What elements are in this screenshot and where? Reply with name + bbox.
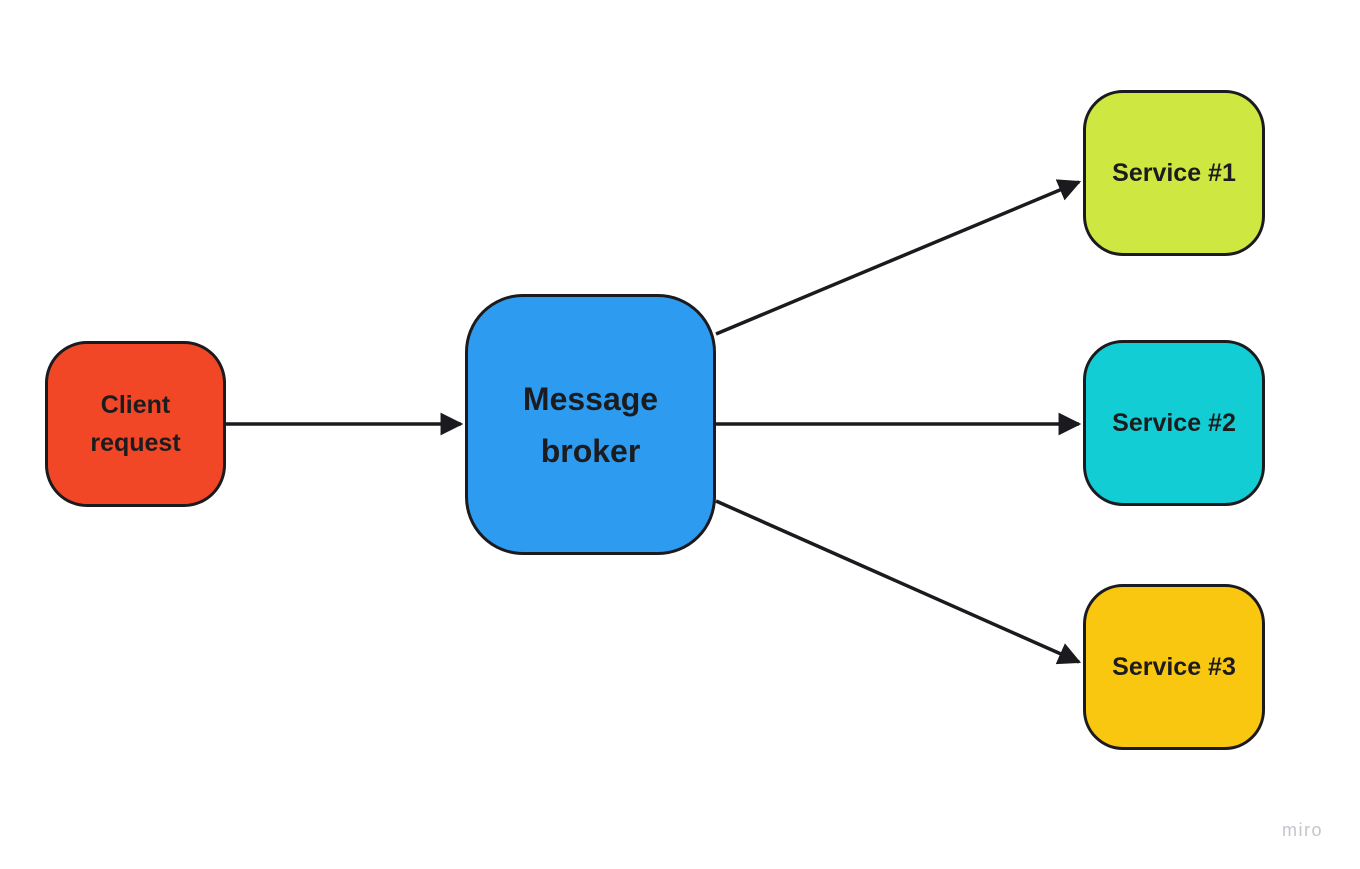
node-service-1-label: Service #1 — [1112, 159, 1236, 187]
node-service-3-label: Service #3 — [1112, 653, 1236, 681]
node-service-2[interactable]: Service #2 — [1083, 340, 1265, 506]
miro-watermark: miro — [1282, 820, 1323, 840]
node-service-2-label: Service #2 — [1112, 409, 1236, 437]
edge-broker-to-service3[interactable] — [715, 499, 1082, 665]
node-message-broker[interactable]: Message broker — [465, 294, 716, 555]
node-message-broker-label: Message broker — [522, 380, 659, 469]
node-service-3[interactable]: Service #3 — [1083, 584, 1265, 750]
node-client-request-label: Client request — [90, 391, 181, 457]
node-client-request[interactable]: Client request — [45, 341, 226, 507]
node-service-1[interactable]: Service #1 — [1083, 90, 1265, 256]
edge-broker-to-service1[interactable] — [715, 179, 1082, 336]
